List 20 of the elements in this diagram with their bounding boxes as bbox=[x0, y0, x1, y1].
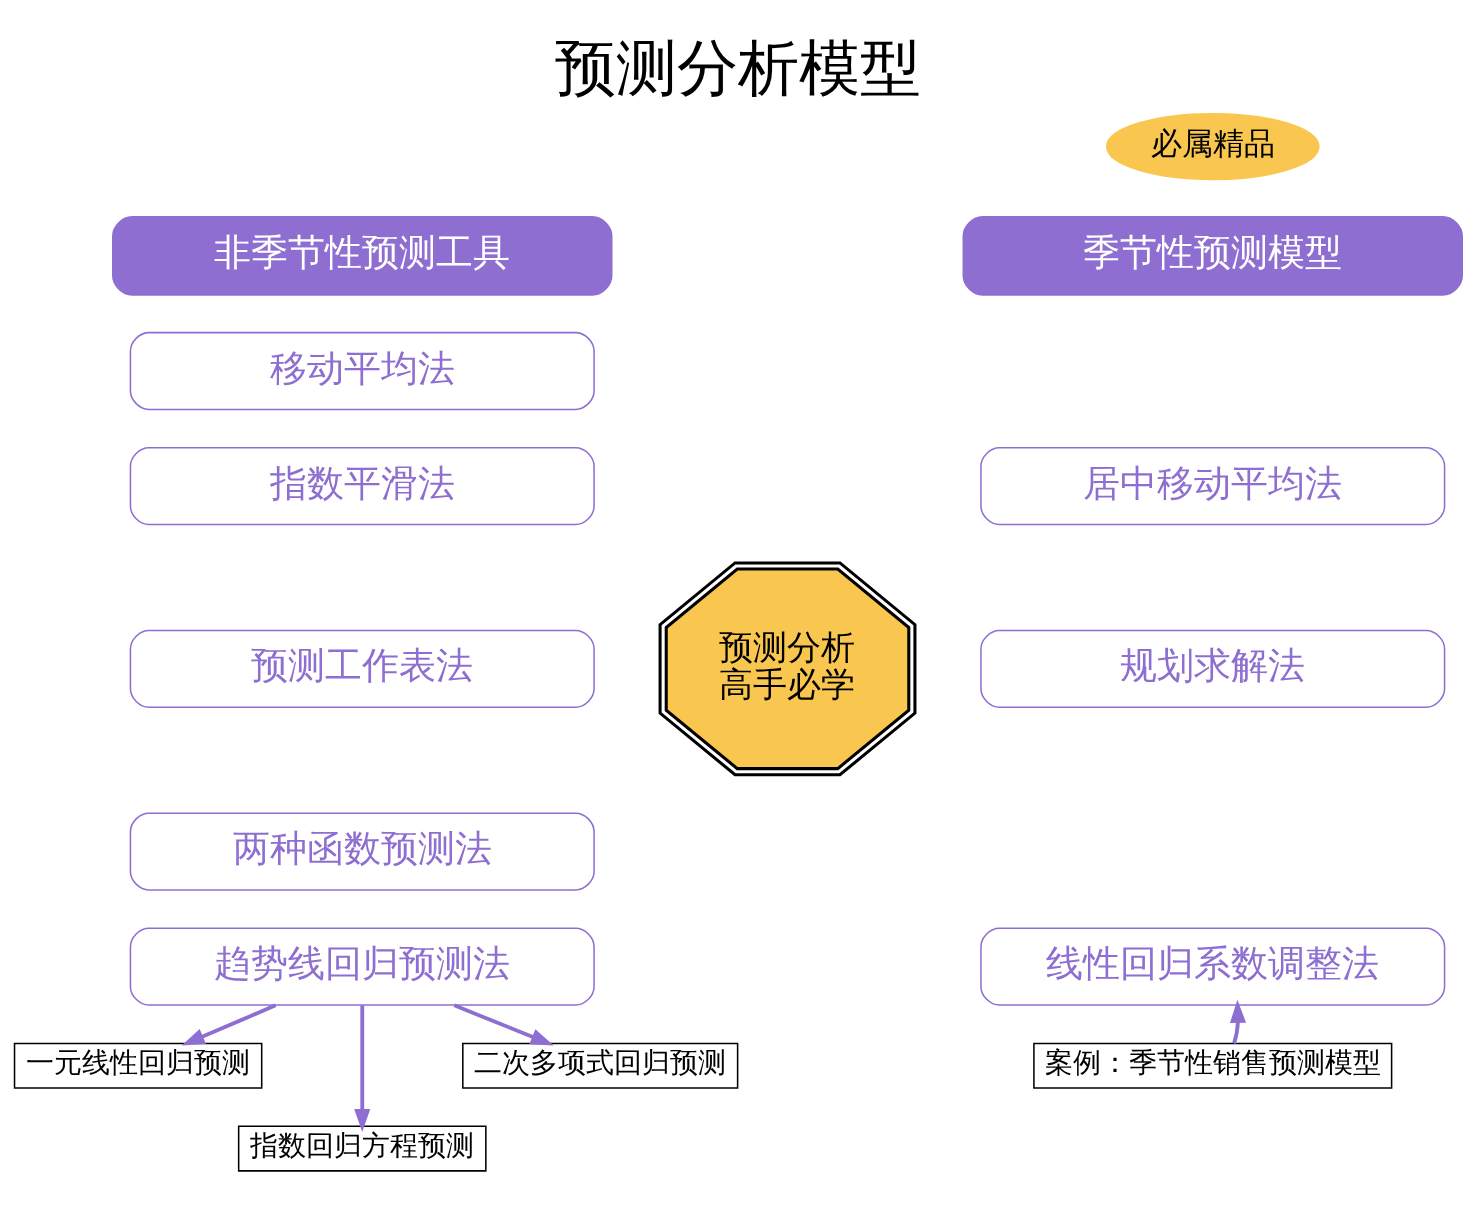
node-box: 案例：季节性销售预测模型 bbox=[1033, 1042, 1393, 1089]
node-box: 二次多项式回归预测 bbox=[462, 1042, 739, 1089]
node-box: 两种函数预测法 bbox=[129, 812, 595, 891]
node-box: 预测工作表法 bbox=[129, 629, 595, 708]
node-box: 移动平均法 bbox=[129, 331, 595, 411]
node-box: 指数回归方程预测 bbox=[237, 1125, 487, 1172]
node-box: 一元线性回归预测 bbox=[13, 1042, 263, 1089]
node-box: 居中移动平均法 bbox=[980, 447, 1446, 526]
node-box: 季节性预测模型 bbox=[962, 215, 1463, 296]
node-box: 线性回归系数调整法 bbox=[980, 927, 1446, 1006]
node-box: 指数平滑法 bbox=[129, 447, 595, 526]
arrow bbox=[453, 1003, 554, 1046]
node-ellipse: 必属精品 bbox=[1105, 112, 1320, 181]
arrow bbox=[181, 1003, 277, 1046]
arrow bbox=[354, 1005, 371, 1133]
arrow bbox=[1229, 999, 1247, 1044]
node-box: 非季节性预测工具 bbox=[112, 215, 613, 296]
node-box: 趋势线回归预测法 bbox=[129, 927, 595, 1006]
node-box: 规划求解法 bbox=[980, 629, 1446, 708]
diagram-title: 预测分析模型 bbox=[555, 32, 921, 104]
